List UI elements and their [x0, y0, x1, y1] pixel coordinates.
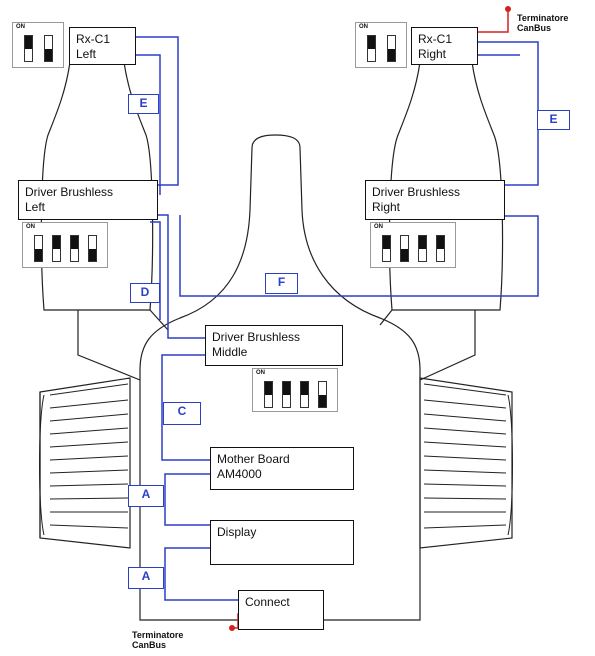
- cable-label-c: C: [163, 402, 201, 425]
- cable-d: [158, 214, 205, 339]
- display-title: Display: [217, 525, 257, 539]
- dip-switch-lever: [23, 35, 33, 62]
- dip-switch-knob: [44, 48, 52, 61]
- driver-right-subtitle: Right: [372, 200, 401, 214]
- dip-switch-knob: [70, 236, 78, 249]
- dip-switch-lever: [366, 35, 376, 62]
- dip-switch-lever: [435, 235, 445, 262]
- dip-switch-lever: [263, 381, 273, 408]
- dip-switch-knob: [418, 236, 426, 249]
- dip-switch-rx-right: ON: [355, 22, 407, 68]
- canbus-wiring: [136, 36, 539, 601]
- connect-title: Connect: [245, 595, 290, 609]
- rx-left-title: Rx-C1: [76, 32, 111, 46]
- cable-label-e-left: E: [128, 94, 159, 114]
- dip-on-label: ON: [26, 224, 35, 230]
- mother-board-box: Mother Board AM4000: [210, 447, 354, 490]
- dip-switch-lever: [43, 35, 53, 62]
- driver-middle-title: Driver Brushless: [212, 330, 301, 344]
- cable-e-right: [478, 41, 539, 186]
- cable-c: [161, 354, 210, 461]
- dip-switch-knob: [52, 236, 60, 249]
- driver-brushless-left-box: Driver Brushless Left: [18, 180, 158, 220]
- dip-switch-lever: [87, 235, 97, 262]
- dip-switch-knob: [264, 382, 272, 395]
- dip-on-label: ON: [256, 370, 265, 376]
- dip-switch-knob: [300, 382, 308, 395]
- mother-board-model: AM4000: [217, 467, 262, 481]
- dip-switch-knob: [318, 394, 326, 407]
- dip-switch-lever: [381, 235, 391, 262]
- dip-on-label: ON: [359, 24, 368, 30]
- dip-on-label: ON: [374, 224, 383, 230]
- dip-switch-driver-middle: ON: [252, 368, 338, 412]
- dip-switch-knob: [382, 236, 390, 249]
- dip-switch-knob: [282, 382, 290, 395]
- driver-brushless-middle-box: Driver Brushless Middle: [205, 325, 343, 366]
- dip-switch-lever: [69, 235, 79, 262]
- rx-c1-right-box: Rx-C1 Right: [411, 27, 478, 65]
- driver-right-title: Driver Brushless: [372, 185, 461, 199]
- cable-a-lower: [164, 547, 238, 601]
- dip-switch-lever: [386, 35, 396, 62]
- dip-switch-rx-left: ON: [12, 22, 64, 68]
- cable-label-e-right: E: [537, 110, 570, 130]
- terminator-bottom-line2: CanBus: [132, 640, 167, 650]
- cable-e-left-branch: [136, 54, 161, 195]
- terminator-canbus-top: Terminatore CanBus: [517, 13, 568, 33]
- terminator-dot-top: [505, 6, 511, 12]
- scooter-outline: [39, 61, 513, 621]
- dip-switch-lever: [33, 235, 43, 262]
- rx-left-subtitle: Left: [76, 47, 97, 61]
- cable-label-a-lower: A: [128, 567, 164, 589]
- dip-on-label: ON: [16, 24, 25, 30]
- rx-right-title: Rx-C1: [418, 32, 453, 46]
- connect-box: Connect: [238, 590, 324, 630]
- display-box: Display: [210, 520, 354, 565]
- rx-c1-left-box: Rx-C1 Left: [69, 27, 136, 65]
- dip-switch-lever: [399, 235, 409, 262]
- dip-switch-lever: [417, 235, 427, 262]
- right-connector-outline: [379, 309, 476, 381]
- terminator-top-line2: CanBus: [517, 23, 552, 33]
- right-thruster: [419, 377, 513, 549]
- driver-left-subtitle: Left: [25, 200, 46, 214]
- dip-switch-driver-right: ON: [370, 222, 456, 268]
- left-bottle-outline: [40, 61, 154, 311]
- terminator-top-line1: Terminatore: [517, 13, 569, 23]
- dip-switch-lever: [51, 235, 61, 262]
- cable-d-branch: [150, 221, 161, 320]
- terminator-bottom-line1: Terminatore: [132, 630, 184, 640]
- dip-switch-knob: [387, 48, 395, 61]
- driver-left-title: Driver Brushless: [25, 185, 114, 199]
- dip-switch-driver-left: ON: [22, 222, 108, 268]
- cable-f: [179, 215, 539, 297]
- dip-switch-knob: [88, 248, 96, 261]
- dip-switch-lever: [281, 381, 291, 408]
- dip-switch-knob: [24, 36, 32, 49]
- rx-right-subtitle: Right: [418, 47, 447, 61]
- dip-switch-knob: [436, 236, 444, 249]
- cable-e-left: [136, 36, 179, 186]
- driver-middle-subtitle: Middle: [212, 345, 248, 359]
- cable-label-a-upper: A: [128, 485, 164, 507]
- terminator-wire-top: [478, 10, 509, 33]
- dip-switch-knob: [367, 36, 375, 49]
- dip-switch-lever: [317, 381, 327, 408]
- left-thruster: [39, 377, 131, 549]
- driver-brushless-right-box: Driver Brushless Right: [365, 180, 505, 220]
- terminator-dot-bottom: [229, 625, 235, 631]
- cable-label-f: F: [265, 273, 298, 294]
- cable-a-upper: [164, 473, 210, 526]
- cable-label-d: D: [130, 283, 160, 303]
- right-bottle-outline: [388, 61, 504, 311]
- dip-switch-knob: [400, 248, 408, 261]
- left-connector-outline: [77, 309, 169, 381]
- dip-switch-knob: [34, 248, 42, 261]
- terminator-canbus-bottom: Terminatore CanBus: [132, 630, 183, 650]
- center-body-outline: [139, 134, 421, 621]
- dip-switch-lever: [299, 381, 309, 408]
- mother-board-title: Mother Board: [217, 452, 290, 466]
